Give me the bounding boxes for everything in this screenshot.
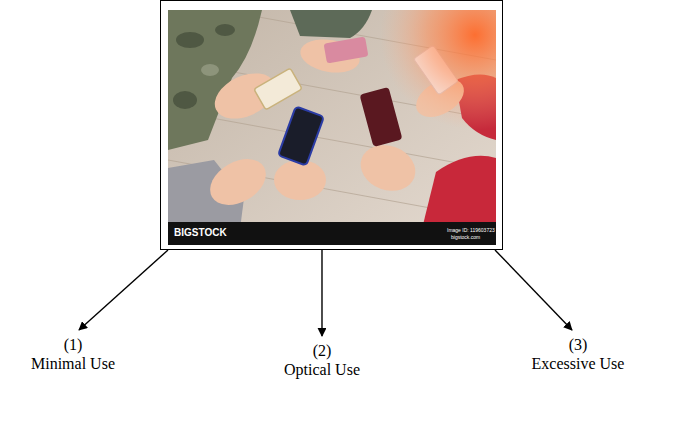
usage-label-text: Minimal Use — [31, 354, 115, 373]
light-glare — [380, 10, 496, 130]
camo-pattern-part — [201, 64, 219, 76]
hands-part — [274, 160, 326, 200]
phones-part — [254, 68, 302, 110]
camo-pattern-part — [215, 24, 235, 36]
arrow-connector — [79, 250, 168, 330]
phones-part — [360, 87, 403, 147]
phones-part — [324, 37, 369, 64]
watermark: BIGSTOCK — [174, 227, 227, 239]
usage-label: (3)Excessive Use — [529, 334, 628, 374]
callout-number: (2) — [284, 341, 360, 360]
arrow-connector — [321, 250, 322, 336]
watermark-bar — [168, 222, 496, 245]
image-id: Image ID: 119603723 — [447, 227, 495, 234]
watermark-url: bigstock.com — [451, 234, 480, 241]
hands-part — [202, 150, 274, 215]
callout-number: (1) — [31, 335, 115, 354]
camo-pattern-part — [173, 91, 197, 109]
usage-label-text: Optical Use — [284, 360, 360, 379]
phones-part — [278, 106, 324, 165]
hands-part — [354, 138, 422, 198]
usage-label: (2)Optical Use — [281, 340, 363, 380]
usage-label-text: Excessive Use — [532, 354, 625, 373]
photo — [168, 10, 496, 245]
camo-pattern-part — [176, 32, 204, 48]
photo-frame: BIGSTOCK Image ID: 119603723bigstock.com — [160, 0, 503, 250]
callout-number: (3) — [532, 335, 625, 354]
arrow-connector — [495, 250, 572, 330]
top-sleeve — [290, 10, 372, 38]
usage-label: (1)Minimal Use — [28, 334, 118, 374]
